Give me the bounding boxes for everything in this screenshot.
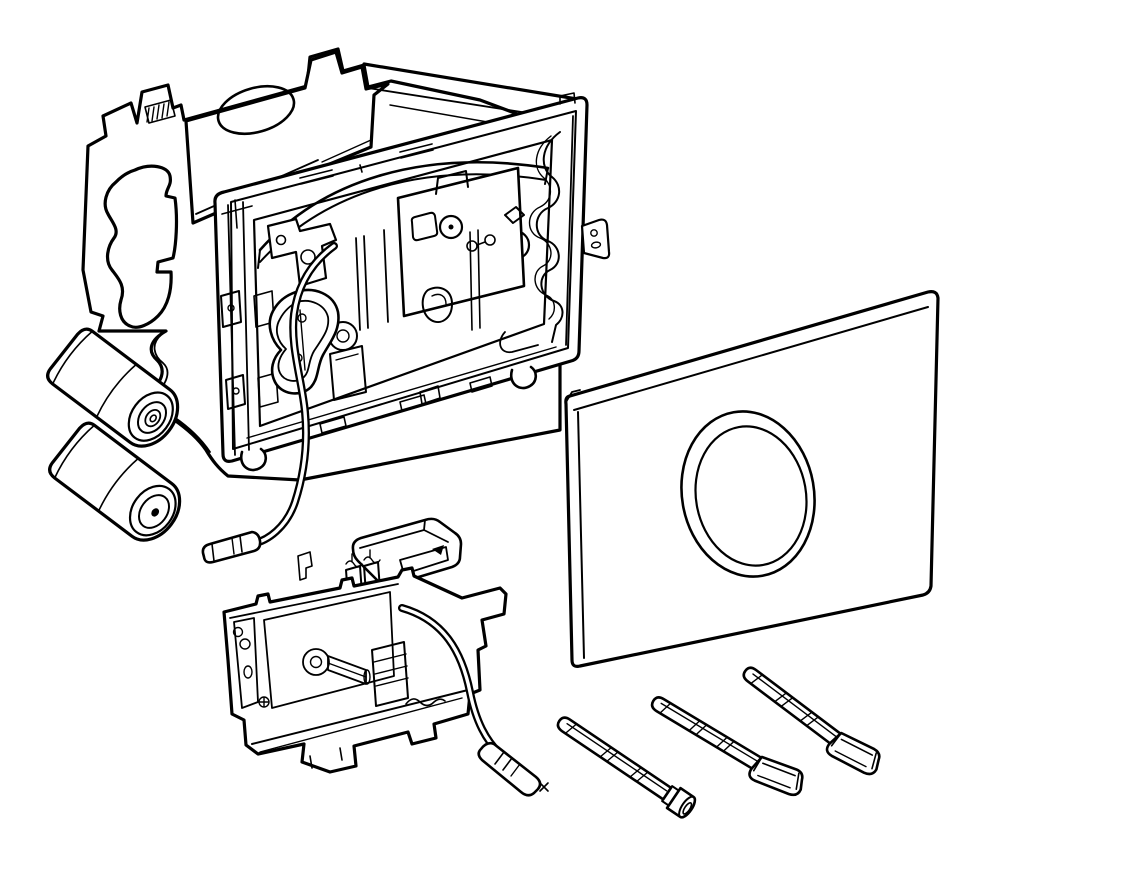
mechanism-loop bbox=[268, 288, 340, 395]
actuator-plate-face bbox=[564, 290, 940, 668]
actuator-plate bbox=[564, 290, 940, 668]
module-cable bbox=[398, 604, 549, 797]
flush-mechanism bbox=[266, 166, 539, 405]
connection-cable bbox=[201, 242, 338, 564]
module-plug bbox=[477, 741, 542, 797]
sensor-ring-outer bbox=[680, 410, 816, 578]
cable-plug bbox=[201, 530, 262, 564]
mounting-frame bbox=[213, 92, 611, 472]
mounting-pin-2 bbox=[650, 696, 804, 797]
mounting-pin-1 bbox=[556, 716, 697, 819]
frame-clip bbox=[580, 218, 611, 260]
battery-1 bbox=[46, 327, 180, 448]
mounting-pins bbox=[556, 666, 881, 819]
electronic-module bbox=[222, 517, 549, 797]
plug-tip-mark bbox=[539, 782, 549, 792]
cover-hole bbox=[216, 84, 296, 136]
mounting-pin-3 bbox=[742, 666, 881, 776]
plate-tab-hatch-left bbox=[144, 99, 176, 124]
batteries bbox=[46, 327, 182, 542]
sensor-ring-inner bbox=[694, 425, 808, 567]
battery-2 bbox=[48, 421, 182, 542]
plate-cutout bbox=[103, 164, 179, 329]
frame-opening bbox=[252, 138, 554, 428]
